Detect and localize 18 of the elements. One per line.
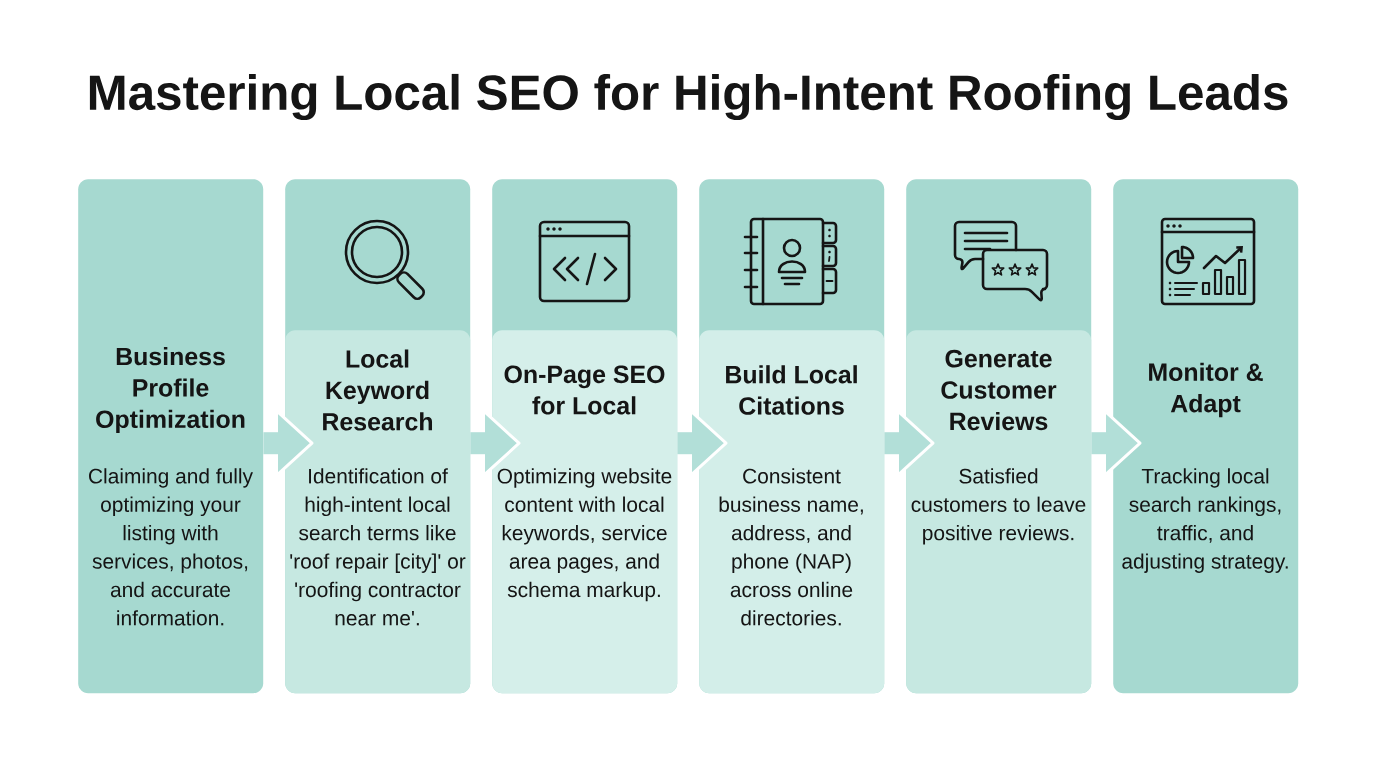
arrow — [470, 411, 521, 476]
step-description: Claiming and fully optimizing your listing with services, photos, and accurate information. — [89, 468, 253, 626]
step-heading: Monitor & Adapt — [1149, 362, 1263, 418]
step-description: Optimizing website content with local keywords, service area pages, and schema markup. — [497, 468, 672, 602]
step-heading: Build Local Citations — [726, 365, 857, 415]
step-description: Consistent business name, address, and phone (NAP) across online directories. — [719, 468, 863, 626]
step-heading: Local Keyword Research — [323, 349, 432, 431]
step-description: Satisfied customers to leave positive reviews. — [911, 468, 1086, 545]
step-description: Tracking local search rankings, traffic, and adjusting strategy. — [1122, 468, 1288, 573]
step-heading: Business Profile Optimization — [96, 347, 245, 433]
step-heading: Generate Customer Reviews — [941, 349, 1057, 431]
title: Mastering Local SEO for High-Intent Roofing Leads — [89, 73, 1288, 121]
arrow — [677, 411, 728, 476]
arrow — [1091, 411, 1142, 476]
arrow — [884, 411, 935, 476]
step-heading: On-Page SEO for Local — [504, 365, 665, 415]
arrow — [263, 411, 314, 476]
step-description: Identification of high-intent local search terms like 'roof repair [city]' or 'roofing contractor near me'. — [290, 468, 466, 626]
